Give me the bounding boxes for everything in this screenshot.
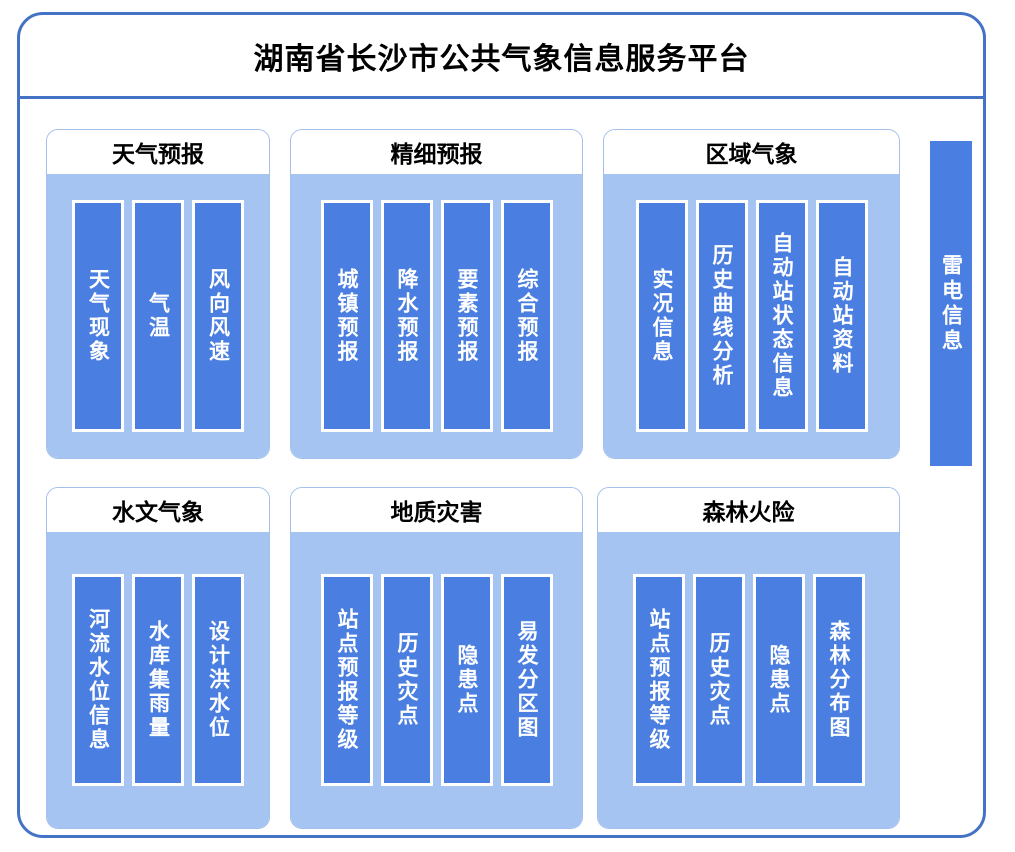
group-header: 天气预报 xyxy=(47,130,269,174)
group-body: 城镇预报 降水预报 要素预报 综合预报 xyxy=(291,174,582,458)
group-item-bar[interactable]: 隐患点 xyxy=(752,574,805,786)
group-item-bar[interactable]: 水库集雨量 xyxy=(132,574,184,786)
group-header: 区域气象 xyxy=(604,130,899,174)
group-body: 站点预报等级 历史灾点 隐患点 森林分布图 xyxy=(598,532,899,828)
group-item-label: 天气现象 xyxy=(86,268,111,364)
group-item-label: 河流水位信息 xyxy=(86,608,111,752)
group-item-bar[interactable]: 综合预报 xyxy=(500,200,553,432)
group-item-bar[interactable]: 历史曲线分析 xyxy=(695,200,748,432)
group-title: 精细预报 xyxy=(390,142,483,168)
group-item-label: 设计洪水位 xyxy=(206,620,231,740)
group-header: 水文气象 xyxy=(47,488,269,532)
group-body: 河流水位信息 水库集雨量 设计洪水位 xyxy=(47,532,269,828)
group-body: 天气现象 气温 风向风速 xyxy=(47,174,269,458)
platform-frame: 湖南省长沙市公共气象信息服务平台 天气预报 天气现象 气温 风向风速 xyxy=(17,12,986,838)
group-header: 地质灾害 xyxy=(291,488,582,532)
group-item-bar[interactable]: 实况信息 xyxy=(635,200,688,432)
group-item-bar[interactable]: 历史灾点 xyxy=(692,574,745,786)
group-item-label: 城镇预报 xyxy=(335,268,359,364)
group-item-label: 历史灾点 xyxy=(395,632,419,728)
group-item-label: 自动站状态信息 xyxy=(770,232,794,400)
group-item-label: 自动站资料 xyxy=(830,256,854,376)
group-item-label: 风向风速 xyxy=(206,268,231,364)
group-card-forest-fire-risk[interactable]: 森林火险 站点预报等级 历史灾点 隐患点 森林分布图 xyxy=(597,487,900,829)
group-title: 水文气象 xyxy=(112,500,204,526)
group-title: 森林火险 xyxy=(702,500,795,526)
platform-body: 天气预报 天气现象 气温 风向风速 精细预报 城镇预报 xyxy=(20,99,983,835)
group-item-label: 实况信息 xyxy=(650,268,674,364)
group-item-bar[interactable]: 天气现象 xyxy=(72,200,124,432)
platform-title-bar: 湖南省长沙市公共气象信息服务平台 xyxy=(20,15,983,99)
group-item-bar[interactable]: 风向风速 xyxy=(192,200,244,432)
lightning-info-label: 雷电信息 xyxy=(939,253,964,354)
group-card-weather-forecast[interactable]: 天气预报 天气现象 气温 风向风速 xyxy=(46,129,270,459)
group-item-label: 要素预报 xyxy=(455,268,479,364)
group-item-label: 水库集雨量 xyxy=(146,620,171,740)
group-item-bar[interactable]: 森林分布图 xyxy=(812,574,865,786)
lightning-info-bar[interactable]: 雷电信息 xyxy=(930,141,972,466)
group-card-regional-meteorology[interactable]: 区域气象 实况信息 历史曲线分析 自动站状态信息 自动站资料 xyxy=(603,129,900,459)
group-item-bar[interactable]: 河流水位信息 xyxy=(72,574,124,786)
group-body: 站点预报等级 历史灾点 隐患点 易发分区图 xyxy=(291,532,582,828)
group-item-bar[interactable]: 要素预报 xyxy=(440,200,493,432)
group-item-bar[interactable]: 易发分区图 xyxy=(500,574,553,786)
group-title: 天气预报 xyxy=(112,142,204,168)
group-card-geological-disaster[interactable]: 地质灾害 站点预报等级 历史灾点 隐患点 易发分区图 xyxy=(290,487,583,829)
group-item-label: 降水预报 xyxy=(395,268,419,364)
page-title: 湖南省长沙市公共气象信息服务平台 xyxy=(253,41,750,77)
group-item-label: 综合预报 xyxy=(515,268,539,364)
group-item-bar[interactable]: 气温 xyxy=(132,200,184,432)
group-item-label: 易发分区图 xyxy=(515,620,539,740)
group-item-label: 森林分布图 xyxy=(827,620,851,740)
group-item-label: 隐患点 xyxy=(455,644,479,716)
group-item-label: 历史曲线分析 xyxy=(710,244,734,388)
group-item-bar[interactable]: 自动站状态信息 xyxy=(755,200,808,432)
group-card-fine-forecast[interactable]: 精细预报 城镇预报 降水预报 要素预报 综合预报 xyxy=(290,129,583,459)
group-item-bar[interactable]: 自动站资料 xyxy=(815,200,868,432)
group-header: 精细预报 xyxy=(291,130,582,174)
group-title: 区域气象 xyxy=(705,142,798,168)
group-item-label: 站点预报等级 xyxy=(647,608,671,752)
group-item-label: 隐患点 xyxy=(767,644,791,716)
group-item-bar[interactable]: 隐患点 xyxy=(440,574,493,786)
group-header: 森林火险 xyxy=(598,488,899,532)
group-item-label: 站点预报等级 xyxy=(335,608,359,752)
group-item-bar[interactable]: 城镇预报 xyxy=(320,200,373,432)
group-title: 地质灾害 xyxy=(390,500,483,526)
group-item-label: 历史灾点 xyxy=(707,632,731,728)
group-item-bar[interactable]: 站点预报等级 xyxy=(320,574,373,786)
group-body: 实况信息 历史曲线分析 自动站状态信息 自动站资料 xyxy=(604,174,899,458)
group-item-bar[interactable]: 降水预报 xyxy=(380,200,433,432)
group-item-bar[interactable]: 站点预报等级 xyxy=(632,574,685,786)
group-item-bar[interactable]: 历史灾点 xyxy=(380,574,433,786)
group-item-bar[interactable]: 设计洪水位 xyxy=(192,574,244,786)
group-card-hydrological-meteorology[interactable]: 水文气象 河流水位信息 水库集雨量 设计洪水位 xyxy=(46,487,270,829)
group-item-label: 气温 xyxy=(146,292,171,340)
